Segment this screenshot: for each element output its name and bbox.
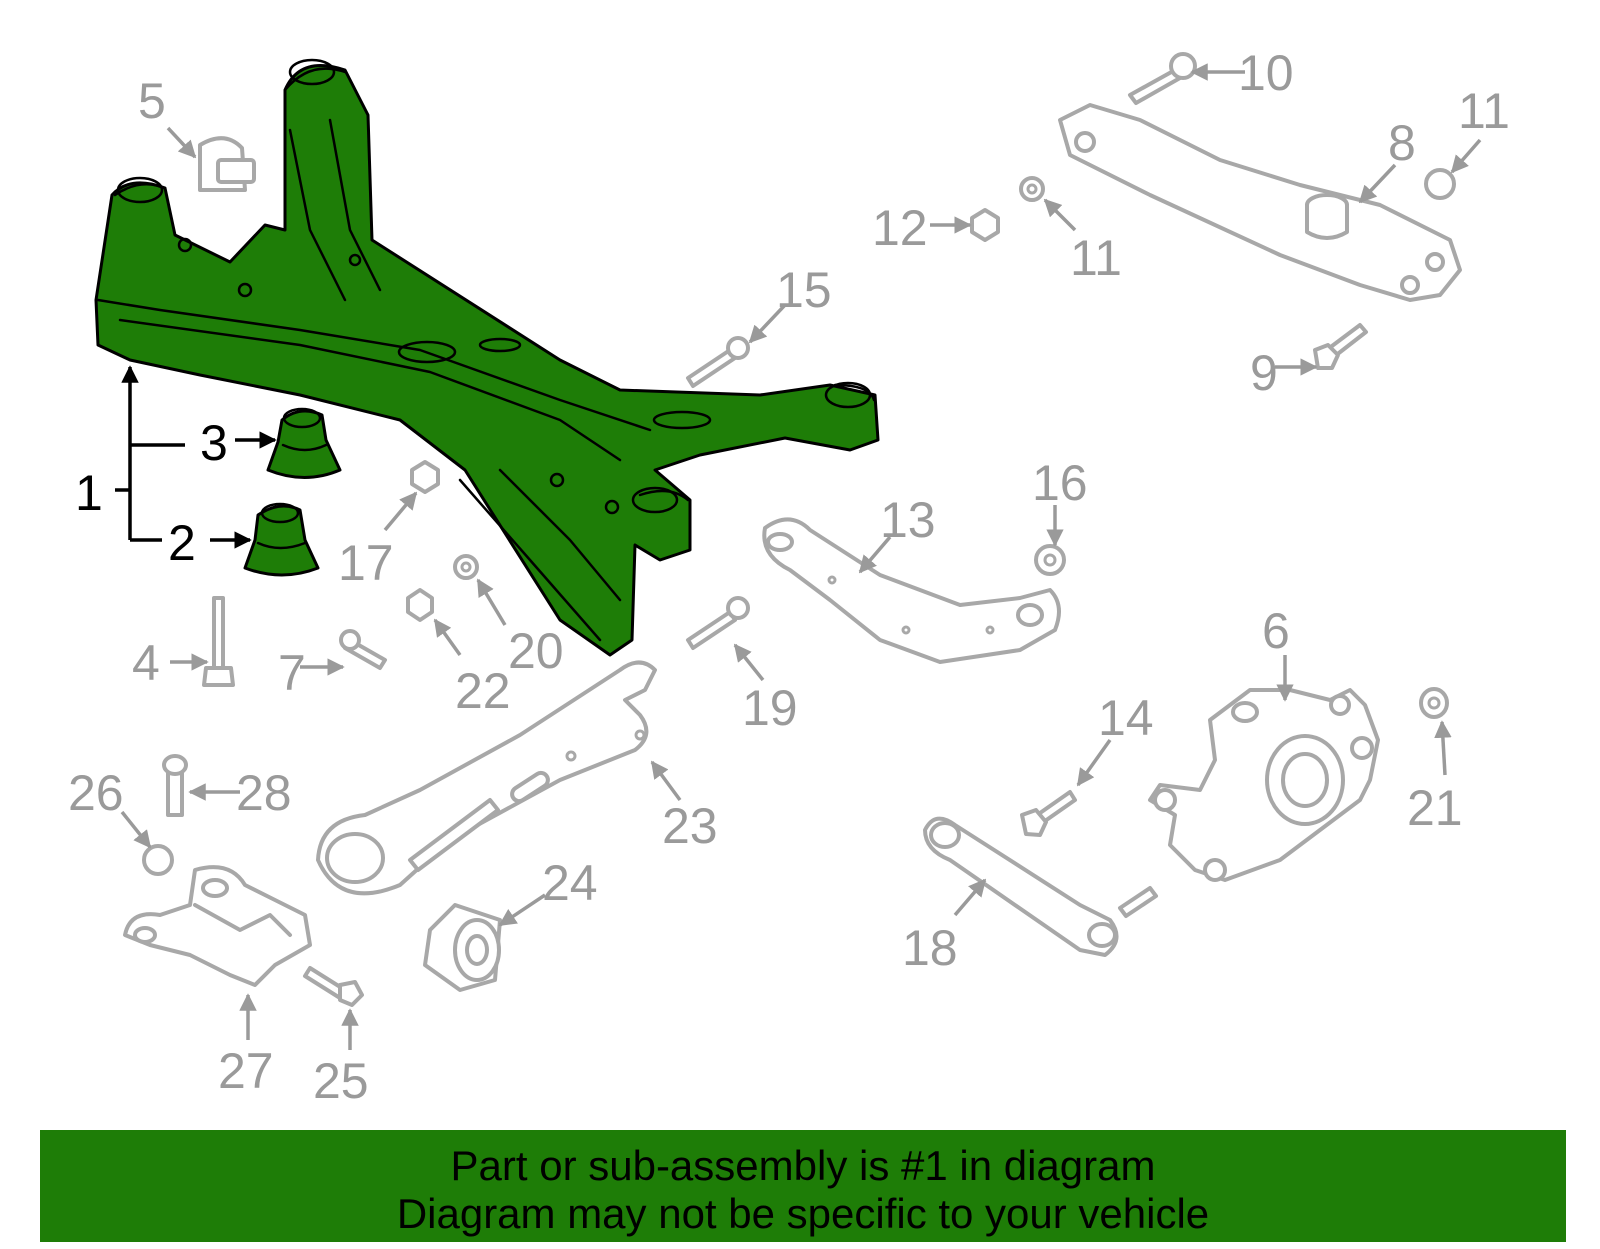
callout-4: 4	[132, 635, 160, 691]
bolt-part-25[interactable]	[303, 966, 364, 1007]
bolt-part-9[interactable]	[1313, 323, 1368, 370]
callout-17: 17	[338, 535, 394, 591]
callout-12: 12	[872, 200, 928, 256]
callout-8: 8	[1388, 115, 1416, 171]
callout-7: 7	[278, 645, 306, 701]
bushing-part-24[interactable]	[423, 903, 502, 992]
callout-22: 22	[455, 663, 511, 719]
bushing-part-3[interactable]	[266, 407, 342, 479]
callout-27: 27	[218, 1043, 274, 1099]
callout-16: 16	[1032, 455, 1088, 511]
callout-14: 14	[1098, 690, 1154, 746]
callout-5: 5	[138, 73, 166, 129]
callout-labels: 1 2 3 4 5 6 7 8 9 10 11 11 12 13 14 15 1…	[68, 45, 1510, 1109]
washer-part-11-left[interactable]	[1019, 176, 1045, 202]
callout-15: 15	[776, 262, 832, 318]
nut-part-16[interactable]	[1034, 544, 1066, 576]
bushing-part-2[interactable]	[243, 502, 320, 577]
callout-28: 28	[236, 765, 292, 821]
leader-lines	[115, 63, 1482, 1050]
callout-25: 25	[313, 1053, 369, 1109]
washer-part-20[interactable]	[453, 554, 479, 580]
banner-line-2: Diagram may not be specific to your vehi…	[396, 1190, 1210, 1237]
bolt-part-10[interactable]	[1128, 52, 1197, 105]
nut-part-26[interactable]	[142, 844, 174, 876]
banner-line-1: Part or sub-assembly is #1 in diagram	[450, 1142, 1156, 1189]
nut-part-12[interactable]	[970, 208, 1000, 242]
info-banner: Part or sub-assembly is #1 in diagram Di…	[40, 1130, 1566, 1242]
callout-10: 10	[1238, 45, 1294, 101]
bolt-part-28[interactable]	[162, 754, 188, 817]
control-arm-part-8[interactable]	[1058, 103, 1462, 302]
callout-11-top: 11	[1458, 83, 1510, 139]
callout-9: 9	[1250, 345, 1278, 401]
bolt-part-14[interactable]	[1020, 790, 1077, 837]
nut-part-22[interactable]	[406, 588, 434, 622]
subframe-part-1[interactable]	[94, 58, 880, 657]
callout-2: 2	[168, 515, 196, 571]
callout-26: 26	[68, 765, 124, 821]
nut-part-11-right[interactable]	[1424, 168, 1456, 200]
nut-part-17[interactable]	[410, 460, 440, 494]
bolt-part-7[interactable]	[339, 629, 387, 670]
knuckle-part-6[interactable]	[1148, 688, 1380, 882]
bolt-part-15[interactable]	[686, 336, 750, 388]
nut-part-21[interactable]	[1419, 687, 1449, 719]
callout-13: 13	[880, 492, 936, 548]
callout-1: 1	[75, 465, 103, 521]
callout-3: 3	[200, 415, 228, 471]
callout-23: 23	[662, 798, 718, 854]
callout-11-bottom: 11	[1070, 230, 1122, 286]
callout-21: 21	[1407, 780, 1463, 836]
callout-24: 24	[542, 855, 598, 911]
callout-18: 18	[902, 920, 958, 976]
callout-19: 19	[742, 680, 798, 736]
bracket-part-5[interactable]	[198, 136, 256, 192]
callout-6: 6	[1262, 603, 1290, 659]
bracket-part-27[interactable]	[123, 865, 312, 987]
trailing-arm-part-23[interactable]	[316, 660, 657, 896]
bolt-part-4[interactable]	[202, 596, 235, 687]
control-arm-part-13[interactable]	[762, 517, 1061, 664]
callout-20: 20	[508, 623, 564, 679]
bolt-part-19[interactable]	[686, 596, 750, 650]
link-part-18[interactable]	[923, 816, 1158, 957]
